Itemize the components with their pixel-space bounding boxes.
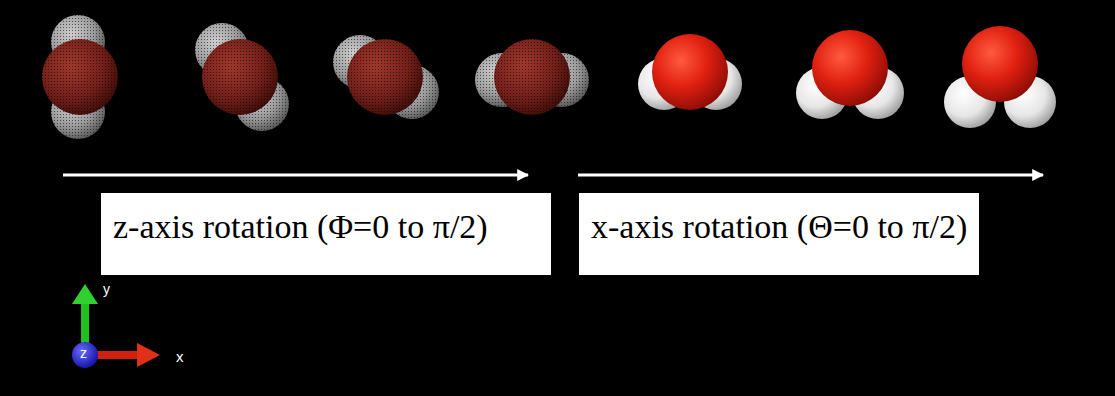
caption-box: z-axis rotation (Φ=0 to π/2) <box>100 192 552 276</box>
axis-label: x <box>176 348 184 365</box>
caption-box: x-axis rotation (Θ=0 to π/2) <box>578 192 980 276</box>
rotation-label: z-axis rotation (Φ=0 to π/2) <box>113 208 488 245</box>
axis-label: z <box>80 345 87 361</box>
rotation-label: x-axis rotation (Θ=0 to π/2) <box>591 208 967 245</box>
axis-label: y <box>103 281 110 297</box>
